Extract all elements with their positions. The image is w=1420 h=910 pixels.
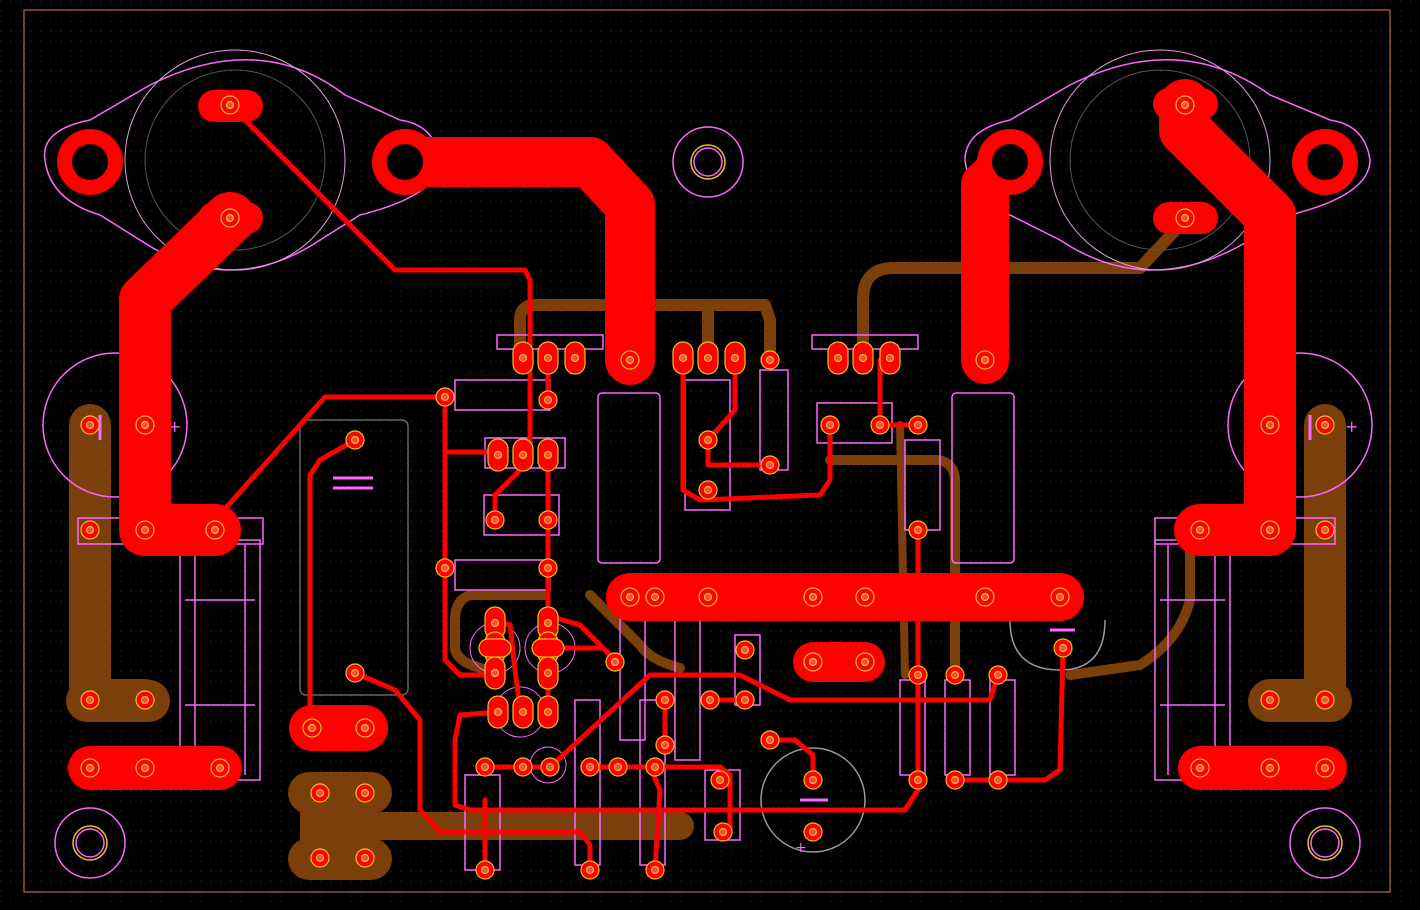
to3-body-left (124, 49, 346, 271)
cap-outline-middle (597, 392, 661, 564)
oval-pad (478, 638, 512, 658)
cap-outline-left (42, 352, 188, 498)
plus-label-bottom: + (795, 840, 807, 856)
cap-outline-right (1227, 352, 1373, 498)
plus-label-right: + (1345, 417, 1358, 436)
mount-hole-outline-top (672, 126, 744, 198)
power-trace-left (119, 192, 256, 556)
oval-pad (531, 638, 565, 658)
cap-outline-right-mid (951, 392, 1015, 564)
mount-hole-top (690, 144, 726, 180)
cap-outline-big (299, 419, 409, 696)
to3-outline-left (43, 59, 441, 271)
cap-outline-small-1 (483, 494, 560, 536)
mount-hole-bottom-left (72, 825, 108, 861)
plus-label-left: + (168, 417, 181, 436)
mount-hole-bottom-right (1307, 825, 1343, 861)
power-trace-top-left (380, 137, 655, 385)
to3-body-right (1049, 49, 1271, 271)
board-outline (23, 9, 1391, 893)
mount-hole-outline-br (1289, 807, 1361, 879)
power-trace-right (1159, 79, 1296, 556)
mount-hole-outline-bl (54, 807, 126, 879)
cap-outline-bottom (760, 747, 866, 853)
pads-layer (57, 88, 1358, 880)
